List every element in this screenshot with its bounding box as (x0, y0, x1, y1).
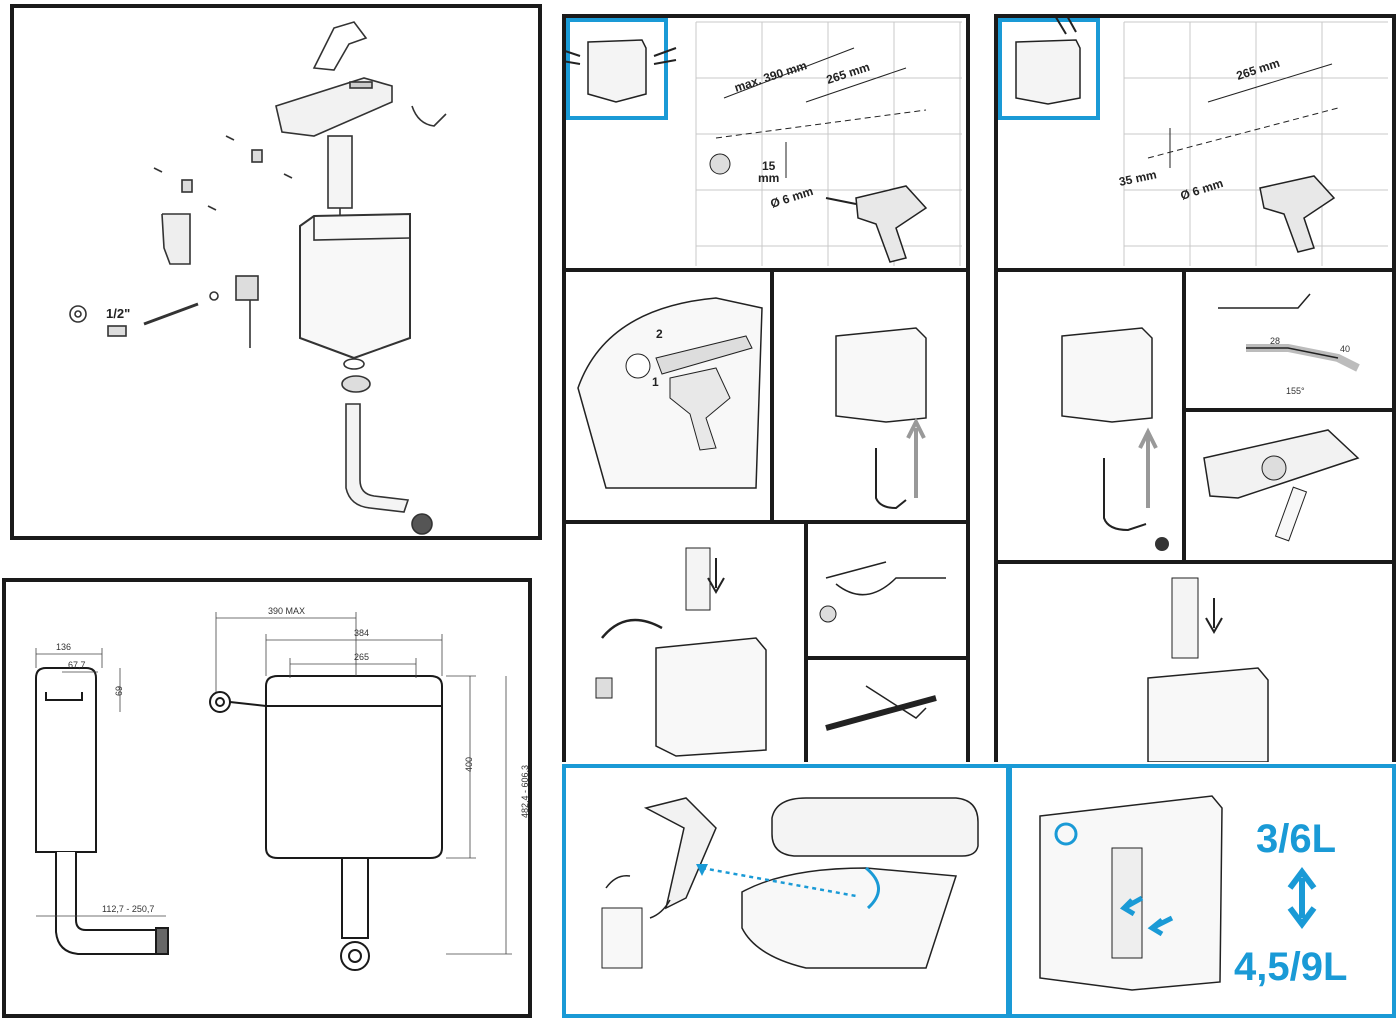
lid-removal-drawing (601, 797, 979, 969)
pipe-28-label: 28 (1270, 336, 1280, 346)
side-view-outline (35, 667, 97, 853)
drill-size-label: Ø 6 mm (769, 184, 815, 211)
drill-size-label-b: Ø 6 mm (1179, 176, 1225, 203)
volume-adjust-drawing: 3/6L 4,5/9L (1039, 795, 1347, 991)
fill-valve-part (235, 275, 259, 301)
fixing-spacing-dimension: 265 (354, 652, 369, 662)
lid-removal-panel (562, 764, 1010, 1018)
flush-pipe-part (345, 403, 410, 513)
technical-drawing: 136 67,7 69 112,7 - 250,7 390 MAX 384 26… (35, 606, 528, 971)
low-volume-label: 3/6L (1256, 817, 1336, 861)
top-dimension: 69 (114, 686, 124, 696)
technical-drawing-panel: 136 67,7 69 112,7 - 250,7 390 MAX 384 26… (2, 578, 532, 1018)
volume-adjust-panel: 3/6L 4,5/9L (1008, 764, 1396, 1018)
switch-arrow-icon (1287, 867, 1317, 929)
exploded-view-drawing: 1/2" (69, 21, 447, 535)
cistern-tank-part (299, 212, 411, 360)
height-15-label: 15 (762, 159, 776, 173)
lid-part-b (771, 797, 979, 857)
installation-a-panel: max. 390 mm 265 mm 15 mm Ø 6 mm 2 1 (562, 14, 970, 762)
lid-part (275, 77, 393, 137)
front-view-outline (265, 675, 443, 859)
spacing-label-b: 265 mm (1235, 56, 1282, 83)
direction-arrow (701, 866, 857, 898)
pipe-angle-label: 155° (1286, 386, 1305, 396)
flush-valve-part (327, 135, 353, 209)
wall-bracket-part (161, 213, 191, 265)
exploded-view-panel: 1/2" (10, 4, 542, 540)
total-height-dimension: 482,4 - 606,3 (520, 765, 528, 818)
installation-b-panel: 265 mm 35 mm Ø 6 mm 28 40 155° (994, 14, 1396, 762)
clip-part (411, 105, 447, 127)
flush-bracket-part (312, 21, 368, 71)
inner-depth-dimension: 67,7 (68, 660, 86, 670)
drill-icon (855, 185, 928, 263)
knife-icon (655, 335, 753, 375)
max-width-dimension: 390 MAX (268, 606, 305, 616)
spacing-label: 265 mm (825, 60, 872, 87)
height-dimension: 400 (464, 757, 474, 772)
inlet-size-label: 1/2" (106, 306, 130, 321)
max-spacing-label: max. 390 mm (733, 58, 809, 95)
high-volume-label: 4,5/9L (1234, 945, 1347, 989)
installation-a-drawing: max. 390 mm 265 mm 15 mm Ø 6 mm 2 1 (566, 18, 966, 762)
drill-icon-b (1259, 175, 1336, 253)
installation-b-drawing: 265 mm 35 mm Ø 6 mm 28 40 155° (998, 18, 1392, 762)
height-unit-label: mm (758, 171, 779, 185)
pipe-40-label: 40 (1340, 344, 1350, 354)
step-2-label: 2 (656, 327, 663, 341)
outlet-offset-dimension: 112,7 - 250,7 (102, 904, 154, 914)
step-1-label: 1 (652, 375, 659, 389)
depth-dimension: 136 (56, 642, 71, 652)
width-dimension: 384 (354, 628, 369, 638)
